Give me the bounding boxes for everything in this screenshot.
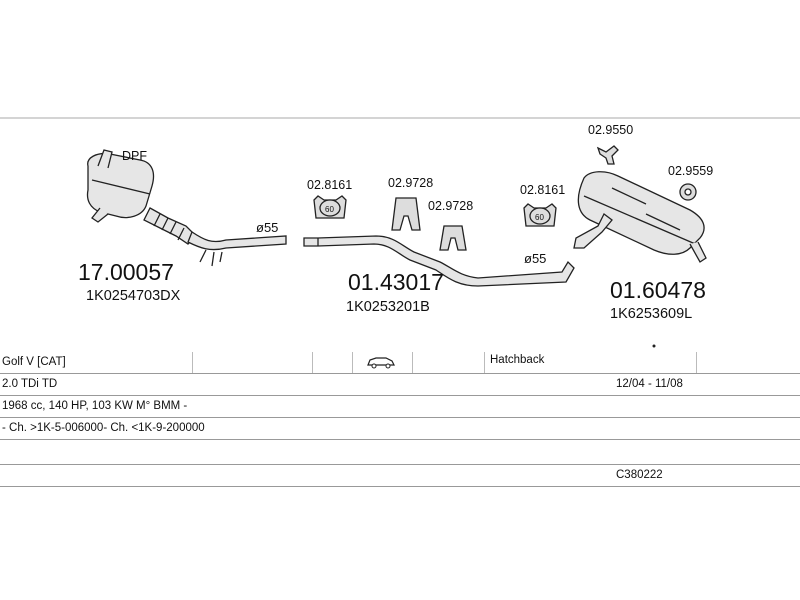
middle-pipe [303,235,575,287]
hanger-icon [391,197,421,231]
hanger-b-number: 02.9728 [428,199,473,213]
clamp-size-a: 60 [325,205,334,214]
table-row: Golf V [CAT] Hatchback [0,352,800,374]
engine-cell: 2.0 TDi TD [2,378,58,390]
front-oe-number: 1K0254703DX [86,288,181,304]
diameter-label-2: ø55 [524,251,546,266]
body-type-cell: Hatchback [490,354,545,366]
model-cell: Golf V [CAT] [2,356,66,368]
table-row: 1968 cc, 140 HP, 103 KW M° BMM - [0,396,800,418]
rear-silencer [573,171,707,263]
diameter-label-1: ø55 [256,220,278,235]
table-row: C380222 [0,465,800,487]
hanger-a-number: 02.9728 [388,176,433,190]
front-pipe-dpf [86,149,287,267]
dates-cell: 12/04 - 11/08 [616,378,683,390]
middle-oe-number: 1K0253201B [346,299,430,315]
exhaust-system-diagram: DPF 17.00057 1K0254703DX ø55 01.43017 1K… [0,117,800,348]
dpf-label: DPF [122,149,147,163]
clamp-size-b: 60 [535,213,544,222]
front-part-number: 17.00057 [78,259,174,285]
car-icon [366,355,396,372]
table-row: 2.0 TDi TD 12/04 - 11/08 [0,374,800,396]
table-row: - Ch. >1K-5-006000- Ch. <1K-9-200000 [0,418,800,440]
chassis-cell: - Ch. >1K-5-006000- Ch. <1K-9-200000 [2,422,205,434]
bracket-icon [596,145,619,165]
spec-cell: 1968 cc, 140 HP, 103 KW M° BMM - [2,400,188,412]
rubber-ring-icon [679,183,697,201]
rubber-ring-number: 02.9559 [668,164,713,178]
bracket-number: 02.9550 [588,123,633,137]
rear-oe-number: 1K6253609L [610,306,692,322]
clamp-b-number: 02.8161 [520,183,565,197]
rear-part-number: 01.60478 [610,277,706,303]
vehicle-info-table: Golf V [CAT] Hatchback 2.0 TDi TD 12/04 … [0,352,800,487]
catalog-ref-cell: C380222 [616,469,663,481]
clamp-a-number: 02.8161 [307,178,352,192]
clamp-icon [313,195,347,219]
middle-part-number: 01.43017 [348,269,444,295]
hanger-icon [439,225,467,251]
clamp-icon [523,203,557,227]
table-row [0,440,800,465]
